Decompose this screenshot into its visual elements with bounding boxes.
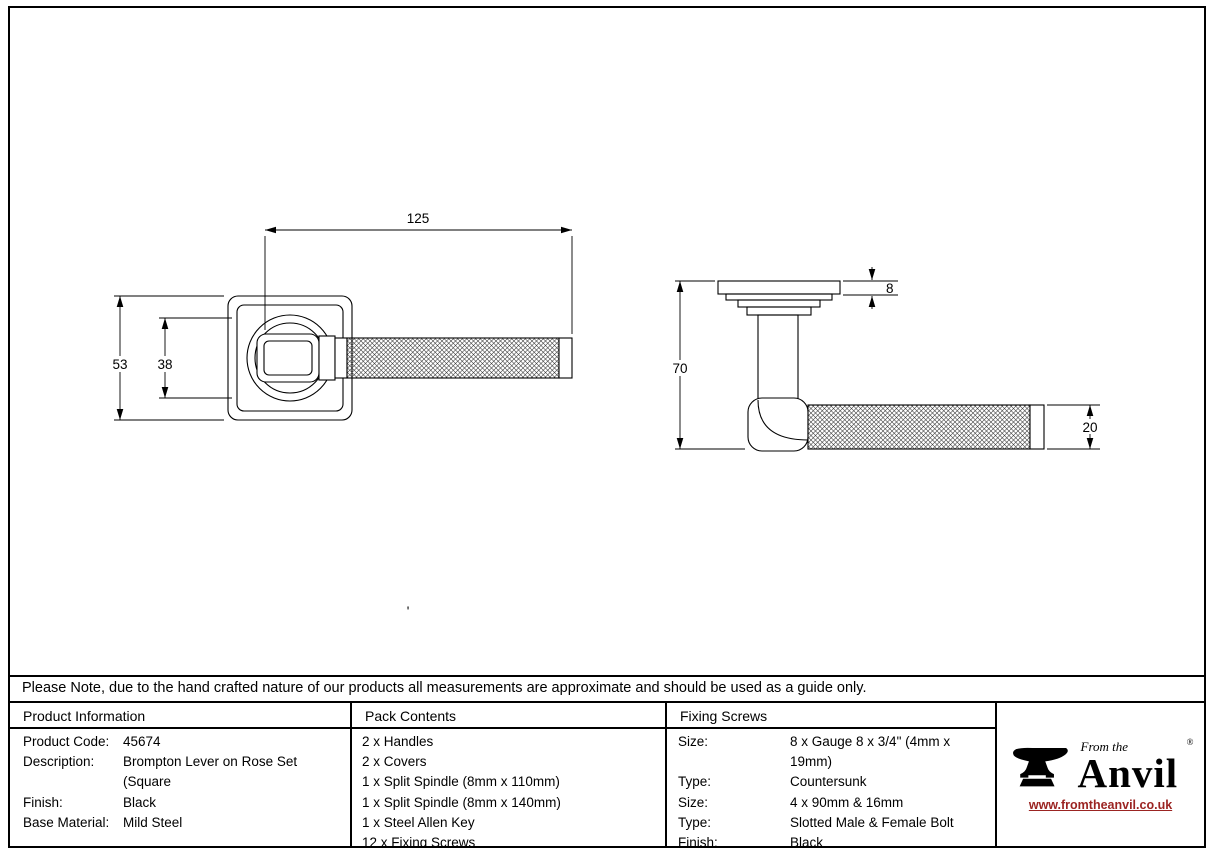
pack-contents-header: Pack Contents — [352, 703, 665, 729]
dim-grip-diameter: 20 — [1082, 420, 1097, 435]
lever-collar — [318, 335, 336, 381]
field-value: 8 x Gauge 8 x 3/4" (4mm x 19mm) — [790, 734, 951, 770]
bolt-type-row: Type: Slotted Male & Female Bolt — [667, 813, 995, 833]
grip-end-cap-side — [1029, 404, 1045, 450]
spec-sheet: 125 53 38 — [8, 6, 1206, 848]
field-label: Description: — [23, 754, 95, 770]
field-label: Product Code: — [23, 734, 110, 749]
field-value: Slotted Male & Female Bolt — [790, 814, 954, 830]
bolt-size-row: Size: 4 x 90mm & 16mm — [667, 793, 995, 813]
field-value: 45674 — [123, 734, 161, 749]
logo-url: www.fromtheanvil.co.uk — [1028, 797, 1173, 812]
field-label: Type: — [678, 814, 712, 830]
field-label: Size: — [678, 794, 709, 810]
field-label: Finish: — [678, 835, 718, 846]
lever-elbow — [747, 397, 809, 452]
product-code-row: Product Code: 45674 — [10, 732, 350, 752]
field-label: Base Material: — [23, 814, 110, 830]
fixing-screws-header: Fixing Screws — [667, 703, 995, 729]
field-value: Black — [123, 794, 157, 810]
pack-item: 2 x Handles — [362, 734, 434, 749]
lever-neck — [757, 314, 799, 401]
side-view — [717, 280, 1045, 452]
stray-mark: ' — [407, 604, 410, 619]
description-row: Description: Brompton Lever on Rose Set … — [10, 752, 350, 792]
pack-item: 1 x Steel Allen Key — [362, 814, 475, 830]
field-label: Finish: — [23, 794, 63, 810]
rose-plate-side — [717, 280, 841, 295]
field-label: Type: — [678, 774, 712, 790]
rose-step-2 — [746, 306, 812, 316]
grip-end-cap — [558, 337, 573, 379]
rose-step-1 — [737, 299, 821, 308]
note-text: Please Note, due to the hand crafted nat… — [22, 680, 867, 696]
finish-row: Finish: Black — [10, 793, 350, 813]
dim-overall-length: 125 — [407, 211, 430, 226]
field-value: Mild Steel — [123, 814, 183, 830]
technical-drawing: 125 53 38 — [106, 211, 1104, 619]
screw-size-row: Size: 8 x Gauge 8 x 3/4" (4mm x 19mm) — [667, 732, 995, 772]
rose-lip — [725, 293, 833, 301]
registered-mark: ® — [1186, 737, 1194, 747]
note-bar: Please Note, due to the hand crafted nat… — [10, 675, 1204, 703]
front-view — [227, 295, 573, 421]
dim-rose-thickness: 8 — [886, 281, 894, 296]
info-table: Product Information Product Code: 45674 … — [10, 703, 1204, 846]
dim-projection: 70 — [672, 361, 687, 376]
front-view-dimensions — [106, 226, 573, 421]
lever-hub-detail — [263, 340, 313, 376]
field-value: 4 x 90mm & 16mm — [790, 794, 904, 810]
field-value: Countersunk — [790, 774, 867, 790]
product-information-column: Product Information Product Code: 45674 … — [10, 703, 352, 846]
pack-item: 12 x Fixing Screws — [362, 835, 476, 846]
logo-name: Anvil — [1077, 750, 1179, 796]
field-value: Black — [790, 835, 824, 846]
lever-band — [334, 337, 348, 379]
screw-type-row: Type: Countersunk — [667, 772, 995, 792]
knurled-grip — [346, 337, 560, 379]
screw-finish-row: Finish: Black — [667, 833, 995, 846]
logo-from-the: From the — [1080, 739, 1129, 754]
product-information-header: Product Information — [10, 703, 350, 729]
elbow-bend-line — [757, 399, 809, 441]
base-material-row: Base Material: Mild Steel — [10, 813, 350, 833]
anvil-icon — [1012, 747, 1068, 786]
field-label: Size: — [678, 734, 709, 749]
brand-logo: From the ® Anvil www.fromtheanvil.co.uk — [997, 703, 1204, 846]
pack-item: 1 x Split Spindle (8mm x 140mm) — [362, 794, 561, 810]
pack-item: 1 x Split Spindle (8mm x 110mm) — [362, 774, 560, 790]
side-view-dimensions — [665, 267, 1104, 450]
dim-rose-size: 53 — [112, 357, 127, 372]
knurled-grip-side — [807, 404, 1031, 450]
field-value: Brompton Lever on Rose Set (Square — [123, 754, 298, 790]
pack-item: 2 x Covers — [362, 754, 427, 770]
dim-inner-size: 38 — [157, 357, 172, 372]
fixing-screws-column: Fixing Screws Size: 8 x Gauge 8 x 3/4" (… — [667, 703, 997, 846]
pack-contents-column: Pack Contents 2 x Handles 2 x Covers 1 x… — [352, 703, 667, 846]
